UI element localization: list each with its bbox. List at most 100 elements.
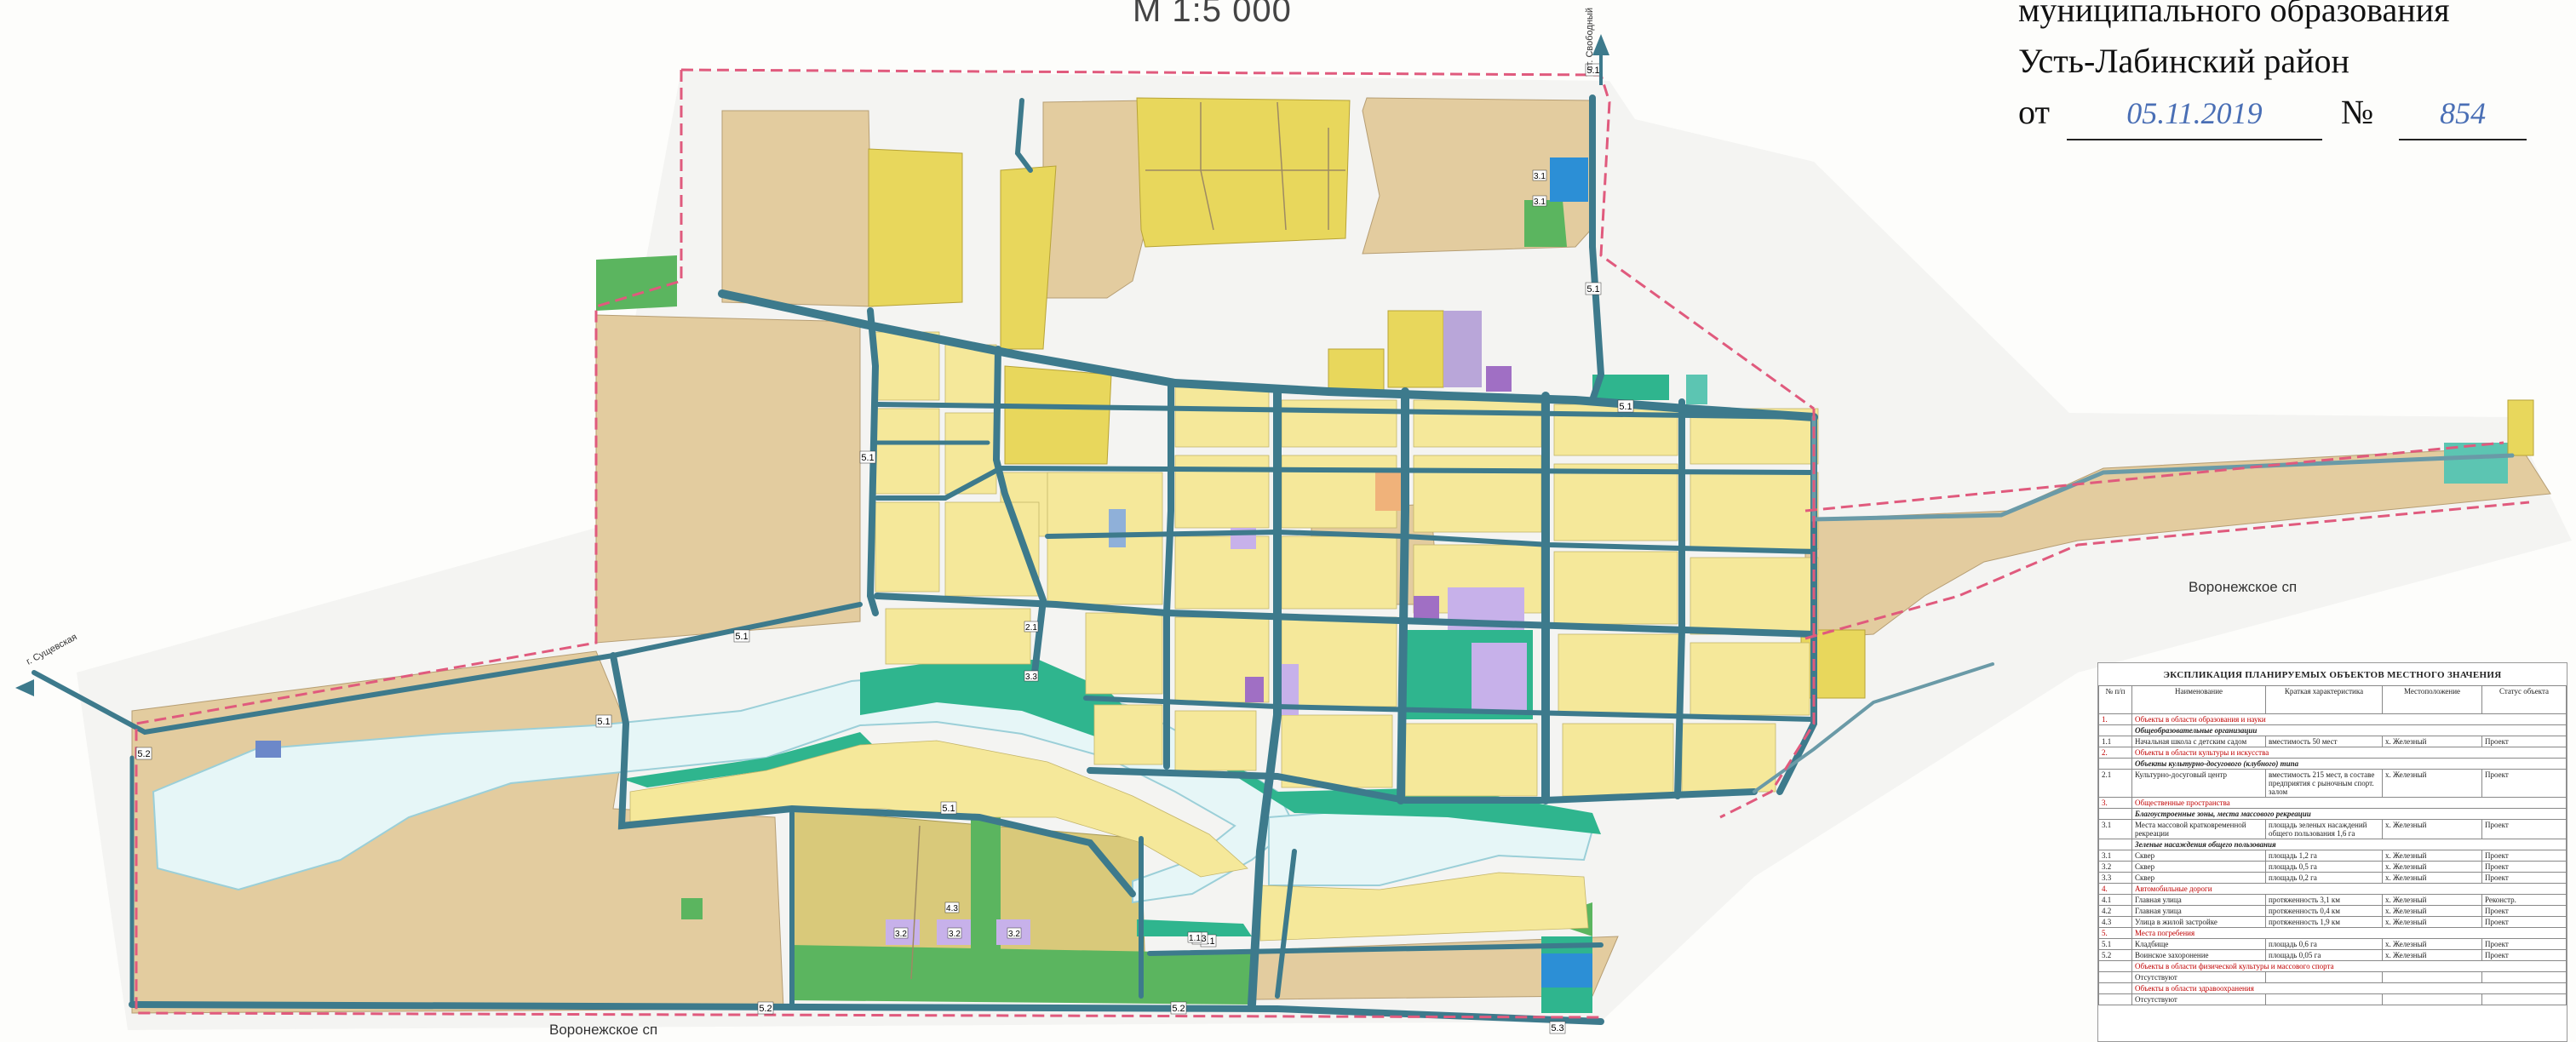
legend-cell: Воинское захоронение <box>2131 949 2266 961</box>
legend-col-status: Статус объекта <box>2481 685 2567 714</box>
legend-cell <box>2098 960 2132 972</box>
legend-cell: Кладбище <box>2131 938 2266 950</box>
legend-row: 1.Объекты в области образования и науки <box>2098 713 2567 725</box>
svg-text:5.1: 5.1 <box>1619 402 1632 412</box>
settlement-boundary <box>135 68 2530 1019</box>
legend-cell: вместимость 50 мест <box>2265 736 2383 747</box>
legend-cell: 3.1 <box>2098 850 2132 862</box>
svg-text:1.1: 1.1 <box>1189 934 1201 943</box>
legend-section-cell: Общеобразовательные организации <box>2131 724 2567 736</box>
legend-cell: 5.1 <box>2098 938 2132 950</box>
legend-cell: 5. <box>2098 927 2132 939</box>
legend-col-num: № п/п <box>2098 685 2132 714</box>
legend-cell: х. Железный <box>2382 769 2482 798</box>
object-marker: 3.1 <box>1532 169 1547 181</box>
legend-section-cell: Объекты в области образования и науки <box>2131 713 2567 725</box>
legend-row: 5.Места погребения <box>2098 927 2567 939</box>
legend-cell: Проект <box>2481 736 2567 747</box>
map-scale: М 1:5 000 <box>1133 0 1292 29</box>
svg-text:5.1: 5.1 <box>942 804 955 814</box>
legend-cell: протяженность 3,1 км <box>2265 894 2383 906</box>
legend-cell: Главная улица <box>2131 905 2266 917</box>
legend-grid: № п/п Наименование Краткая характеристик… <box>2098 685 2567 1005</box>
south-plots <box>789 808 1252 1005</box>
object-marker: 3.2 <box>947 927 962 939</box>
legend-cell: Места массовой кратковременной рекреации <box>2131 819 2266 839</box>
legend-cell: Сквер <box>2131 872 2266 884</box>
object-marker: 1.1 <box>1187 931 1202 943</box>
legend-cell <box>2481 993 2567 1005</box>
legend-section-cell: Объекты культурно-досугового (клубного) … <box>2131 758 2567 770</box>
legend-cell: 4.1 <box>2098 894 2132 906</box>
road-marker: 5.2 <box>1170 1001 1187 1015</box>
legend-section-cell: Объекты в области культуры и искусства <box>2131 747 2567 759</box>
date-prefix: от <box>2018 93 2050 131</box>
legend-cell: Культурно-досуговый центр <box>2131 769 2266 798</box>
svg-text:3.1: 3.1 <box>1534 198 1546 207</box>
legend-cell <box>2098 758 2132 770</box>
document-header: муниципального образования Усть-Лабински… <box>2018 0 2527 140</box>
svg-text:3.2: 3.2 <box>895 930 907 939</box>
legend-cell: Отсутствуют <box>2131 971 2266 983</box>
legend-cell <box>2098 839 2132 850</box>
field-lines <box>910 101 1345 980</box>
legend-section-cell: Места погребения <box>2131 927 2567 939</box>
legend-cell: Начальная школа с детским садом <box>2131 736 2266 747</box>
road-marker: 5.1 <box>1585 282 1602 295</box>
legend-cell: Отсутствуют <box>2131 993 2266 1005</box>
legend-cell: Сквер <box>2131 861 2266 873</box>
svg-text:4.3: 4.3 <box>946 904 958 913</box>
west-arrow-icon <box>15 679 34 696</box>
svg-text:3.2: 3.2 <box>949 930 961 939</box>
legend-cell: х. Железный <box>2382 949 2482 961</box>
svg-text:3.1: 3.1 <box>1534 172 1546 181</box>
legend-cell: площадь зеленых насаждений общего пользо… <box>2265 819 2383 839</box>
road-marker: 5.1 <box>733 629 750 643</box>
legend-cell: х. Железный <box>2382 850 2482 862</box>
legend-cell: Сквер <box>2131 850 2266 862</box>
legend-cell: протяженность 1,9 км <box>2265 916 2383 928</box>
legend-cell <box>2098 982 2132 994</box>
legend-section-cell: Общественные пространства <box>2131 797 2567 809</box>
legend-section-cell: Объекты в области физической культуры и … <box>2131 960 2567 972</box>
legend-cell <box>2265 971 2383 983</box>
legend-cell: 3.2 <box>2098 861 2132 873</box>
legend-cell <box>2098 808 2132 820</box>
legend-cell: Проект <box>2481 769 2567 798</box>
road-marker: 5.1 <box>1617 399 1634 413</box>
legend-cell: площадь 0,2 га <box>2265 872 2383 884</box>
legend-col-desc: Краткая характеристика <box>2265 685 2383 714</box>
legend-cell: Проект <box>2481 872 2567 884</box>
legend-cell: 4. <box>2098 883 2132 895</box>
svg-text:3.3: 3.3 <box>1025 673 1037 682</box>
legend-cell: х. Железный <box>2382 819 2482 839</box>
legend-cell: х. Железный <box>2382 861 2482 873</box>
legend-cell: х. Железный <box>2382 938 2482 950</box>
legend-cell: х. Железный <box>2382 916 2482 928</box>
neighbor-label-right: Воронежское сп <box>2189 579 2298 595</box>
legend-cell <box>2382 971 2482 983</box>
svg-text:5.2: 5.2 <box>137 749 150 759</box>
date-value: 05.11.2019 <box>2066 88 2322 140</box>
legend-row: Отсутствуют <box>2098 993 2567 1005</box>
road-network <box>32 94 2515 1025</box>
object-marker: 3.3 <box>1024 670 1039 682</box>
legend-cell: площадь 0,6 га <box>2265 938 2383 950</box>
legend-row: Общеобразовательные организации <box>2098 724 2567 736</box>
legend-cell: протяженность 0,4 км <box>2265 905 2383 917</box>
legend-cell: х. Железный <box>2382 872 2482 884</box>
road-marker: 5.1 <box>859 450 876 464</box>
svg-text:5.1: 5.1 <box>861 453 874 463</box>
object-marker: 3.1 <box>1532 195 1547 207</box>
legend-cell: 2.1 <box>2098 769 2132 798</box>
legend-cell: Проект <box>2481 938 2567 950</box>
legend-cell: 1. <box>2098 713 2132 725</box>
legend-cell <box>2382 993 2482 1005</box>
header-district: Усть-Лабинский район <box>2018 42 2349 80</box>
